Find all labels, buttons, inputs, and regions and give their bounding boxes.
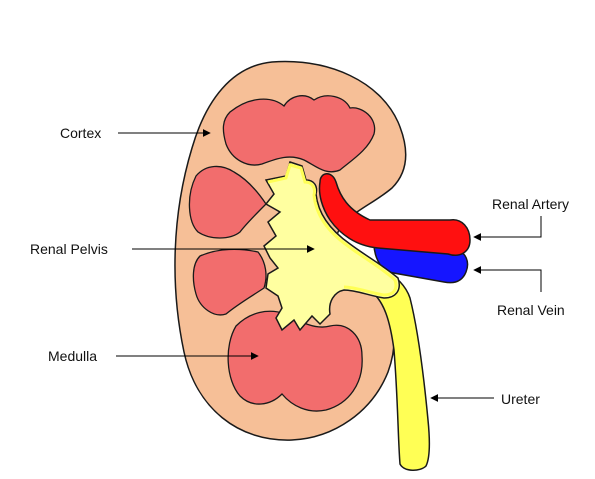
label-renal-artery: Renal Artery [492,196,569,212]
label-medulla: Medulla [48,348,97,364]
renal-pelvis-rim [267,163,398,297]
label-renal-vein: Renal Vein [497,302,565,318]
label-ureter: Ureter [501,391,540,407]
arrow-renal-vein [473,266,542,292]
medulla-pyramid-bottom [227,310,363,412]
label-arrows [116,129,542,402]
renal-artery [318,173,471,256]
ureter [371,269,431,471]
medulla-pyramid-top [222,95,376,173]
label-renal-pelvis: Renal Pelvis [30,241,108,257]
renal-pelvis [263,161,400,332]
medulla-pyramid-upper-left [188,165,267,239]
label-cortex: Cortex [60,125,101,141]
medulla-pyramids [188,95,376,412]
arrow-renal-artery [473,216,542,241]
medulla-pyramid-lower-left [192,248,267,316]
